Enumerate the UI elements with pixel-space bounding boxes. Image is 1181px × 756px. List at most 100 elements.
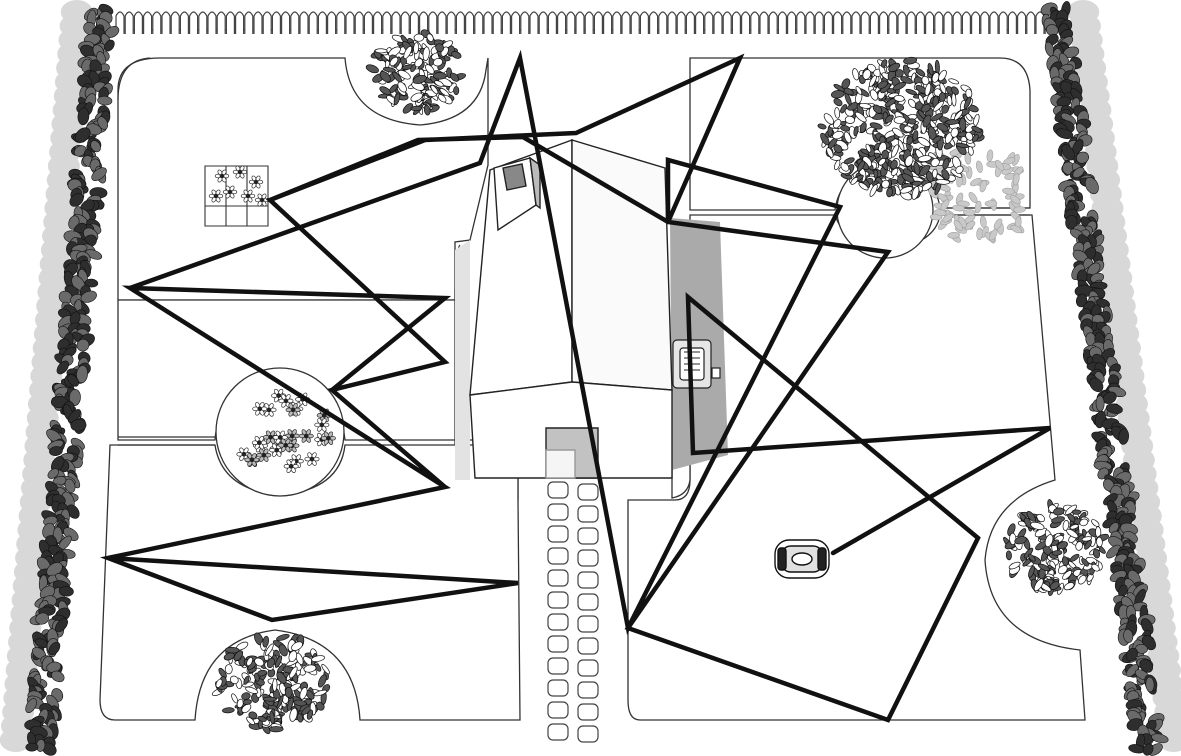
leaf [1077, 574, 1087, 585]
fence-picket [630, 11, 640, 34]
fence-picket [612, 11, 622, 34]
leaf [1062, 519, 1070, 531]
stepping-stone [577, 549, 599, 567]
stepping-stone [547, 701, 569, 719]
leaf [1069, 524, 1079, 530]
leaf [1051, 550, 1063, 556]
leaf [852, 68, 860, 81]
leaf [931, 168, 938, 179]
stepping-stone [547, 525, 569, 543]
leaf [832, 130, 844, 140]
stepping-stone [547, 679, 569, 697]
leaf [901, 173, 915, 183]
leaf [299, 687, 308, 700]
leaf [254, 657, 265, 667]
leaf [1033, 578, 1044, 592]
leaf [967, 146, 974, 156]
stepping-stone [547, 481, 569, 499]
fence-picket [474, 11, 484, 34]
leaf [935, 179, 951, 185]
leaf [834, 107, 841, 119]
leaf [412, 75, 427, 84]
leaf [1096, 536, 1103, 548]
fence-picket [225, 11, 235, 34]
leaf [248, 711, 258, 720]
fence-picket [658, 11, 668, 34]
leaf [881, 149, 889, 160]
chimney [493, 156, 541, 232]
fence-picket [428, 11, 438, 34]
leaf [951, 92, 957, 107]
leaf [1036, 513, 1045, 523]
leaf [869, 184, 878, 197]
leaf [858, 102, 872, 109]
leaf [388, 46, 401, 57]
leaf [223, 652, 235, 661]
leaf [890, 159, 898, 170]
stepping-stone [577, 527, 599, 545]
leaf [1005, 550, 1012, 561]
fence-picket [244, 11, 254, 34]
stepping-stone [547, 635, 569, 653]
leaf [905, 88, 917, 96]
fence-picket [897, 11, 907, 34]
leaf [899, 186, 914, 194]
leaf [414, 58, 423, 68]
leaf [389, 56, 399, 67]
stepping-stone [577, 725, 599, 743]
leaf [224, 664, 233, 675]
stepping-stone [577, 637, 599, 655]
fence-picket [336, 11, 346, 34]
stepping-stone [577, 659, 599, 677]
fence-picket [971, 11, 981, 34]
leaf [907, 118, 917, 125]
leaf [262, 635, 269, 648]
leaf [1061, 556, 1069, 566]
leaf [397, 81, 407, 93]
leaf [1026, 511, 1036, 522]
fence-picket [455, 11, 465, 34]
leaf [858, 182, 869, 191]
leaf [449, 72, 460, 82]
fence-picket [290, 11, 300, 34]
leaf [276, 633, 290, 641]
leaf [903, 125, 913, 133]
leaf [840, 125, 851, 132]
leaf [906, 136, 914, 145]
stepping-stone [547, 547, 569, 565]
fence-picket [925, 11, 935, 34]
fence-picket [446, 11, 456, 34]
fence-picket [152, 11, 162, 34]
shrub-bottom-left [211, 632, 331, 735]
leaf [938, 69, 947, 82]
leaf [257, 715, 267, 722]
leaf [397, 69, 411, 80]
leaf [1037, 563, 1050, 572]
fence-picket [667, 11, 677, 34]
fence-picket [915, 11, 925, 34]
leaf [1053, 507, 1065, 516]
stepping-stone [547, 657, 569, 675]
leaf [233, 650, 244, 661]
leaf [955, 142, 969, 149]
fence-picket [934, 11, 944, 34]
leaf [1051, 516, 1065, 524]
fence-picket [731, 11, 741, 34]
fence-picket [382, 11, 392, 34]
stepping-stone [577, 505, 599, 523]
fence-picket [345, 11, 355, 34]
fence-picket [566, 11, 576, 34]
fence-picket [943, 11, 953, 34]
fence-picket [869, 11, 879, 34]
leaf [911, 186, 920, 200]
fence-picket [814, 11, 824, 34]
leaf [859, 122, 867, 133]
leaf [955, 165, 964, 174]
lawn-top-left [117, 57, 489, 301]
fence-picket [170, 11, 180, 34]
fence-picket [713, 11, 723, 34]
leaf [959, 117, 967, 132]
leaf [1081, 558, 1089, 567]
leaf [891, 144, 899, 158]
